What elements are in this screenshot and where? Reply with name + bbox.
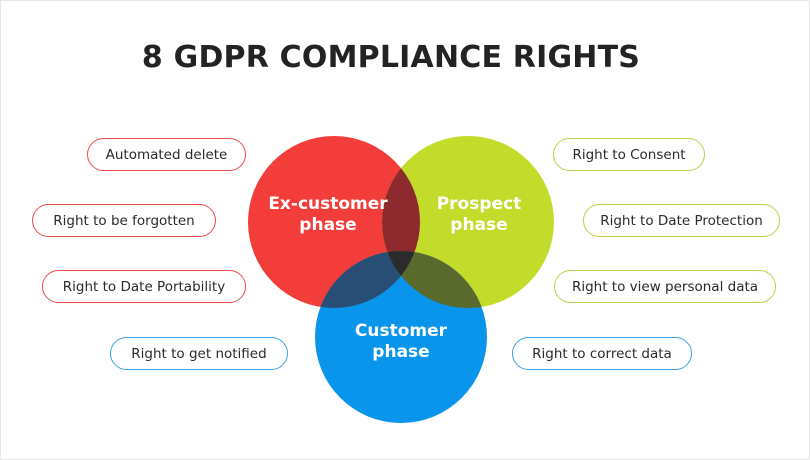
right-to-correct-data: Right to correct data	[512, 337, 692, 370]
right-automated-delete: Automated delete	[87, 138, 246, 171]
right-to-date-protection: Right to Date Protection	[583, 204, 780, 237]
right-to-date-portability: Right to Date Portability	[42, 270, 246, 303]
right-to-get-notified: Right to get notified	[110, 337, 288, 370]
ex-customer-overlap	[315, 251, 420, 308]
right-to-consent: Right to Consent	[553, 138, 705, 171]
prospect-customer-overlap	[382, 251, 487, 308]
right-to-be-forgotten: Right to be forgotten	[32, 204, 216, 237]
page-title: 8 GDPR COMPLIANCE RIGHTS	[141, 40, 641, 75]
right-to-view-personal-data: Right to view personal data	[554, 270, 776, 303]
